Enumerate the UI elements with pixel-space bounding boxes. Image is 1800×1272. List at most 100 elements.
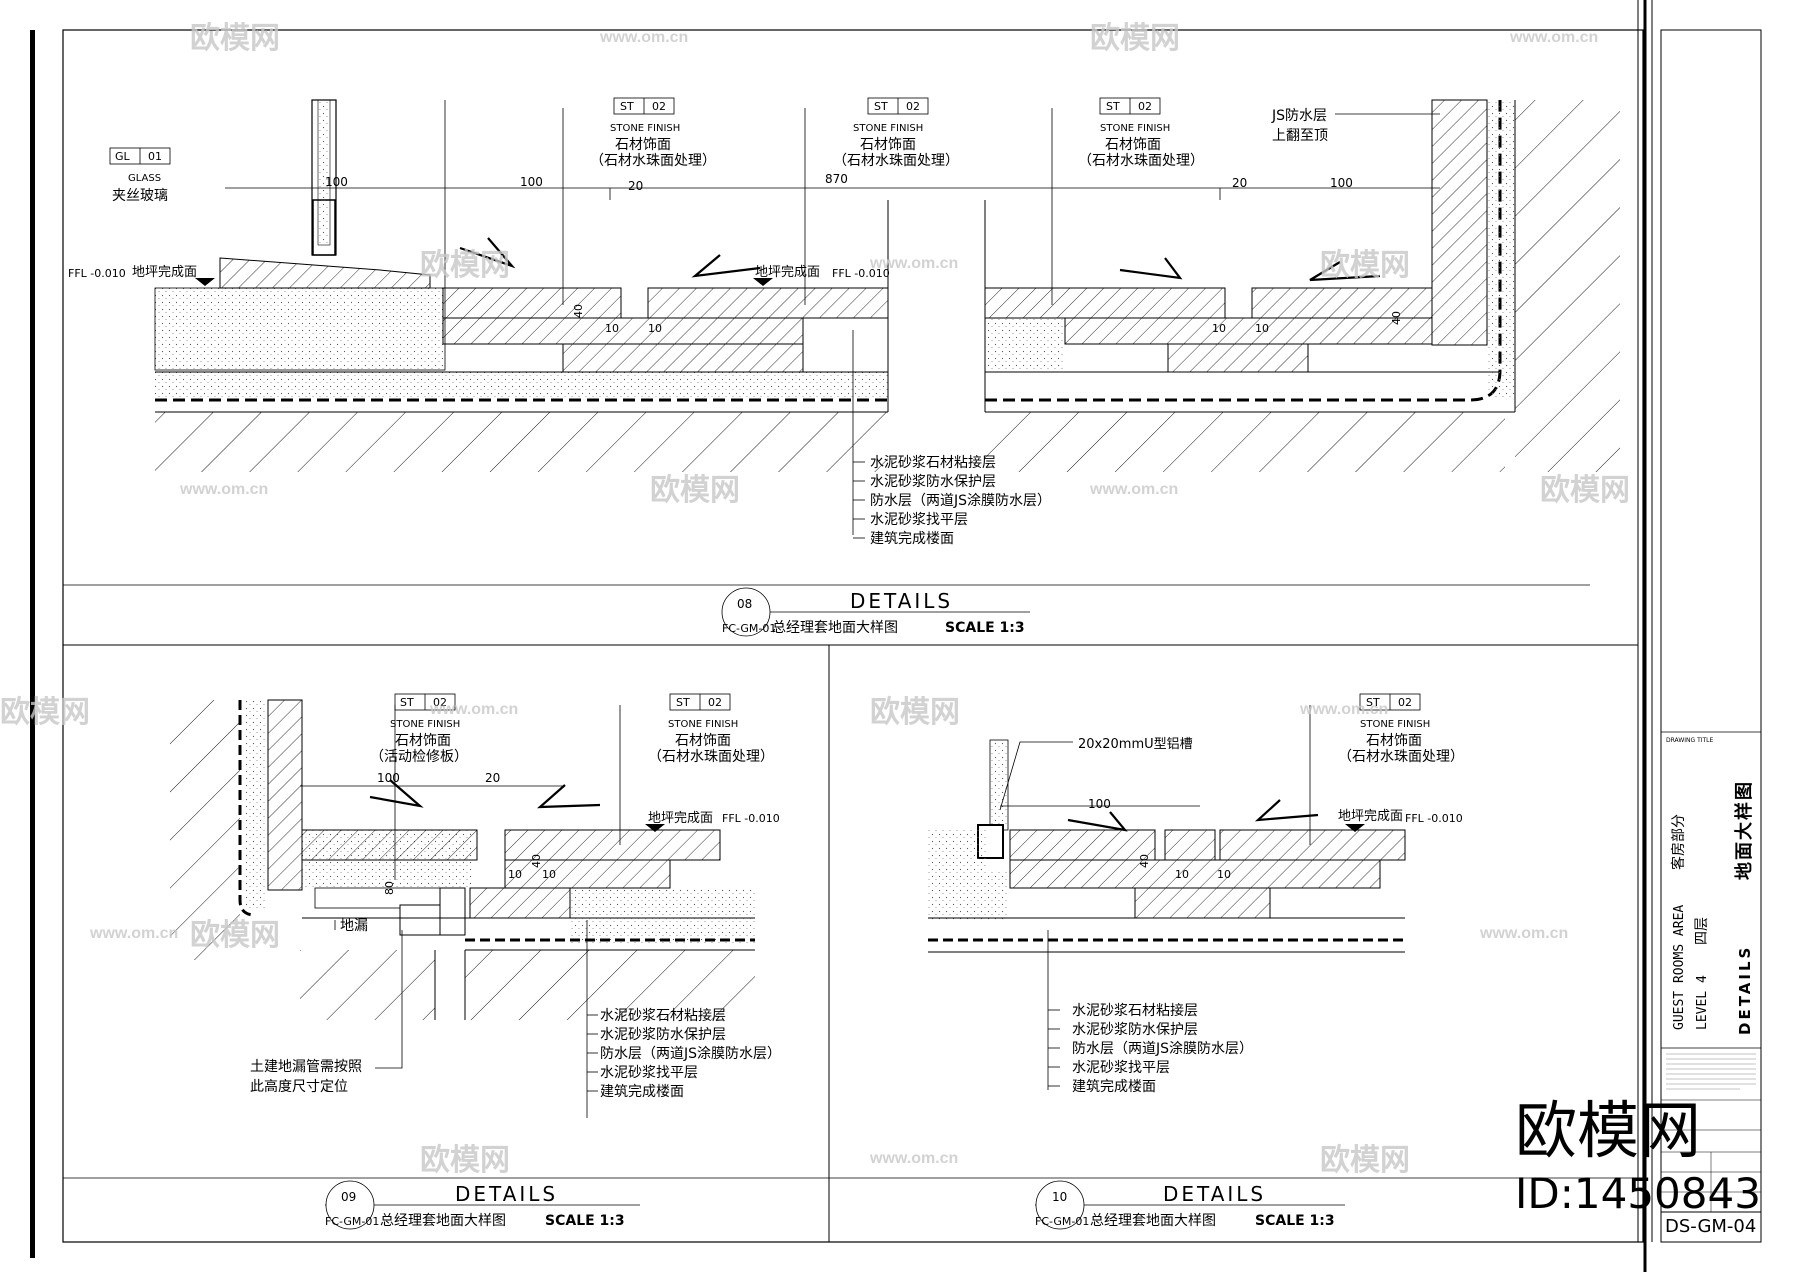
st-code: ST bbox=[1366, 696, 1380, 709]
dim-10: 10 bbox=[1175, 868, 1189, 881]
dim-20: 20 bbox=[485, 771, 500, 785]
drain-note-2: 此高度尺寸定位 bbox=[250, 1078, 348, 1095]
gl-num: 01 bbox=[148, 150, 162, 163]
watermark-url: www.om.cn bbox=[429, 701, 518, 718]
st-num: 02 bbox=[1398, 696, 1412, 709]
detail-title: DETAILS bbox=[850, 589, 953, 613]
floor-drain-label: 地漏 bbox=[340, 918, 368, 934]
detail-08-title: 08 FC-GM-01 DETAILS 总经理套地面大样图 SCALE 1:3 bbox=[63, 584, 1590, 637]
dim-100: 100 bbox=[377, 771, 400, 785]
layer-4: 水泥砂浆找平层 bbox=[1072, 1060, 1170, 1076]
gl-en: GLASS bbox=[128, 173, 161, 184]
stone-treat: （石材水珠面处理） bbox=[1078, 153, 1204, 169]
floor-finish-label: 地坪完成面 bbox=[132, 265, 197, 280]
watermark-brand: 欧模网 bbox=[1320, 249, 1410, 282]
js-waterproof: JS防水层 bbox=[1271, 108, 1327, 124]
ffl-label: FFL -0.010 bbox=[722, 812, 780, 825]
watermarks: 欧模网 www.om.cn 欧模网 www.om.cn 欧模网 www.om.c… bbox=[0, 22, 1630, 1177]
watermark-brand: 欧模网 bbox=[190, 22, 280, 55]
stone-treat: （石材水珠面处理） bbox=[1338, 749, 1464, 765]
st-code: ST bbox=[1106, 100, 1120, 113]
gl-code: GL bbox=[115, 150, 131, 163]
dim-20: 20 bbox=[628, 179, 643, 193]
watermark-url: www.om.cn bbox=[599, 29, 688, 46]
dim-10: 10 bbox=[648, 322, 662, 335]
dim-80: 80 bbox=[383, 881, 396, 895]
layer-5: 建筑完成楼面 bbox=[600, 1084, 684, 1100]
detail-number: 09 bbox=[341, 1190, 356, 1204]
dim-100: 100 bbox=[520, 175, 543, 189]
watermark-id: ID:1450843 bbox=[1515, 1169, 1761, 1218]
area-cn: 客房部分 bbox=[1670, 814, 1687, 870]
st-num: 02 bbox=[433, 696, 447, 709]
u-channel-label: 20x20mmU型铝槽 bbox=[1078, 737, 1193, 752]
title-block: DRAWING TITLE GUEST ROOMS AREA 客房部分 LEVE… bbox=[1660, 29, 1762, 1243]
stone-treat: （石材水珠面处理） bbox=[648, 749, 774, 765]
layer-2: 水泥砂浆防水保护层 bbox=[1072, 1022, 1198, 1038]
stone-access: （活动检修板） bbox=[370, 749, 468, 765]
st-en: STONE FINISH bbox=[1100, 123, 1170, 134]
st-code: ST bbox=[620, 100, 634, 113]
stone-treat: （石材水珠面处理） bbox=[590, 153, 716, 169]
detail-scale: SCALE 1:3 bbox=[545, 1213, 625, 1229]
dim-10: 10 bbox=[1255, 322, 1269, 335]
ffl-label: FFL -0.010 bbox=[832, 267, 890, 280]
detail-08-drawing bbox=[109, 97, 1620, 539]
dim-100: 100 bbox=[1330, 176, 1353, 190]
watermark-brand: 欧模网 bbox=[0, 696, 90, 729]
dim-10: 10 bbox=[1217, 868, 1231, 881]
detail-10-text: 20x20mmU型铝槽 ST 02 STONE FINISH 石材饰面 （石材水… bbox=[1072, 696, 1464, 1095]
st-cn: 石材饰面 bbox=[675, 733, 731, 749]
dim-40: 40 bbox=[1138, 854, 1151, 868]
st-num: 02 bbox=[1138, 100, 1152, 113]
st-cn: 石材饰面 bbox=[1105, 137, 1161, 153]
detail-09-title: 09 FC-GM-01 DETAILS 总经理套地面大样图 SCALE 1:3 bbox=[63, 1177, 829, 1230]
sheet-number: DS-GM-04 bbox=[1665, 1216, 1756, 1237]
watermark-brand: 欧模网 bbox=[870, 696, 960, 729]
detail-10-drawing bbox=[928, 693, 1421, 1090]
st-cn: 石材饰面 bbox=[395, 733, 451, 749]
dim-100: 100 bbox=[1088, 797, 1111, 811]
floor-finish-label: 地坪完成面 bbox=[755, 265, 820, 280]
layer-5: 建筑完成楼面 bbox=[1072, 1079, 1156, 1095]
layer-3: 防水层（两道JS涂膜防水层） bbox=[870, 493, 1051, 509]
detail-name: 总经理套地面大样图 bbox=[1090, 1213, 1216, 1229]
layer-4: 水泥砂浆找平层 bbox=[600, 1065, 698, 1081]
watermark-url: www.om.cn bbox=[1509, 29, 1598, 46]
dim-40: 40 bbox=[530, 854, 543, 868]
floor-finish-label: 地坪完成面 bbox=[1338, 809, 1403, 824]
ffl-label: FFL -0.010 bbox=[68, 267, 126, 280]
dim-10: 10 bbox=[508, 868, 522, 881]
stone-treat: （石材水珠面处理） bbox=[833, 153, 959, 169]
st-num: 02 bbox=[708, 696, 722, 709]
st-en: STONE FINISH bbox=[1360, 719, 1430, 730]
watermark-brand: 欧模网 bbox=[1540, 474, 1630, 507]
st-cn: 石材饰面 bbox=[860, 137, 916, 153]
layer-2: 水泥砂浆防水保护层 bbox=[870, 474, 996, 490]
st-num: 02 bbox=[906, 100, 920, 113]
ffl-label: FFL -0.010 bbox=[1405, 812, 1463, 825]
watermark-brand: 欧模网 bbox=[650, 474, 740, 507]
watermark-url: www.om.cn bbox=[1089, 481, 1178, 498]
watermark-brand: 欧模网 bbox=[1320, 1144, 1410, 1177]
sheet-frame bbox=[30, 0, 1653, 1272]
st-cn: 石材饰面 bbox=[615, 137, 671, 153]
watermark-url: www.om.cn bbox=[1479, 925, 1568, 942]
watermark-brand: 欧模网 bbox=[420, 249, 510, 282]
dim-10: 10 bbox=[605, 322, 619, 335]
detail-scale: SCALE 1:3 bbox=[1255, 1213, 1335, 1229]
drawing-cn: 地面大样图 bbox=[1733, 780, 1755, 880]
level-en: LEVEL 4 bbox=[1695, 975, 1710, 1030]
detail-ref: FC-GM-01 bbox=[1035, 1215, 1089, 1228]
watermark-url: www.om.cn bbox=[869, 255, 958, 272]
watermark-url: www.om.cn bbox=[1299, 701, 1388, 718]
layer-1: 水泥砂浆石材粘接层 bbox=[600, 1007, 726, 1024]
layer-3: 防水层（两道JS涂膜防水层） bbox=[1072, 1041, 1253, 1057]
detail-ref: FC-GM-01 bbox=[325, 1215, 379, 1228]
watermark-url: www.om.cn bbox=[89, 925, 178, 942]
layer-4: 水泥砂浆找平层 bbox=[870, 512, 968, 528]
drawing-en: DETAILS bbox=[1736, 945, 1754, 1035]
dim-10: 10 bbox=[542, 868, 556, 881]
gl-cn: 夹丝玻璃 bbox=[112, 187, 168, 204]
detail-10-title: 10 FC-GM-01 DETAILS 总经理套地面大样图 SCALE 1:3 bbox=[829, 1177, 1638, 1230]
